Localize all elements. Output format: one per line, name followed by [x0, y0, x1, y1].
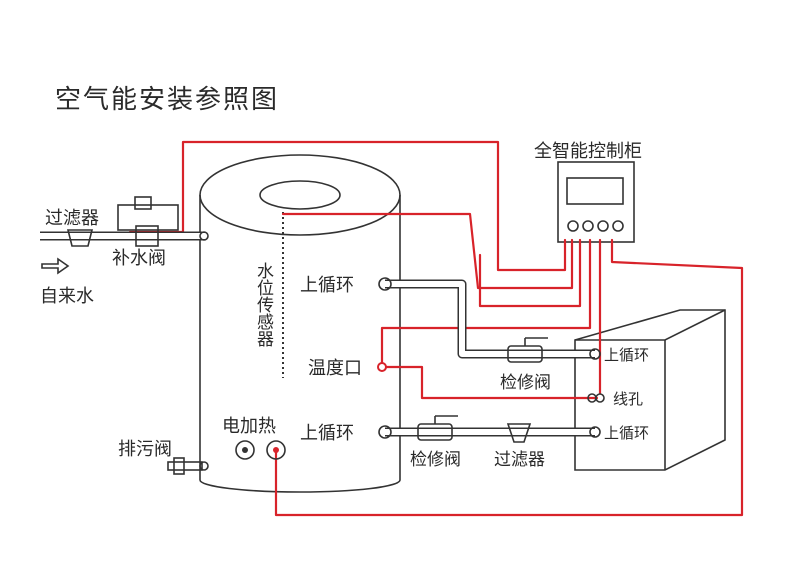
inlet-filter-label: 过滤器	[45, 208, 99, 229]
temperature-port	[377, 362, 387, 372]
makeup-valve-label: 补水阀	[112, 248, 166, 269]
pipes	[40, 231, 595, 437]
electric-heater	[235, 440, 286, 460]
drain-valve	[167, 457, 209, 475]
upper-service-valve	[507, 337, 548, 363]
heat-pump-unit	[574, 309, 726, 471]
temperature-port-label: 温度口	[308, 358, 362, 379]
inlet-assembly	[66, 196, 209, 247]
tap-water-label: 自来水	[40, 286, 94, 307]
lower-filter-label: 过滤器	[494, 450, 545, 470]
wire-hole-label: 线孔	[613, 390, 643, 408]
makeup-valve-bypass	[117, 204, 179, 231]
upper-circulation-label: 上循环	[300, 275, 354, 296]
level-sensor-label: 水位传感器	[253, 262, 274, 347]
heat-pump-lower-port	[589, 426, 601, 438]
lower-service-valve	[417, 415, 458, 441]
cabinet-button	[582, 220, 594, 232]
makeup-valve-body	[135, 225, 159, 247]
lower-service-valve-label: 检修阀	[410, 450, 461, 470]
wire-hole	[595, 393, 605, 403]
drain-valve-label: 排污阀	[118, 439, 172, 460]
diagram-title: 空气能安装参照图	[55, 85, 279, 115]
electric-heater-label: 电加热	[222, 416, 276, 437]
cabinet-button	[597, 220, 609, 232]
lower-filter	[506, 423, 532, 443]
heat-pump-upper-port	[589, 348, 601, 360]
water-tank	[199, 154, 401, 493]
tank-top-opening	[259, 180, 341, 210]
cabinet-button	[567, 220, 579, 232]
tap-water-arrow-icon	[41, 257, 70, 275]
cabinet-display	[566, 177, 624, 205]
control-cabinet	[557, 161, 635, 243]
heat-pump-upper-port-label: 上循环	[604, 346, 649, 364]
inlet-filter	[66, 229, 94, 247]
lower-circulation-label: 上循环	[300, 423, 354, 444]
makeup-valve-actuator	[134, 196, 152, 210]
cabinet-button	[612, 220, 624, 232]
control-cabinet-label: 全智能控制柜	[534, 141, 642, 162]
heat-pump-lower-port-label: 上循环	[604, 424, 649, 442]
upper-service-valve-label: 检修阀	[500, 373, 551, 393]
lower-circulation-port	[378, 425, 392, 439]
upper-circulation-port	[378, 277, 392, 291]
